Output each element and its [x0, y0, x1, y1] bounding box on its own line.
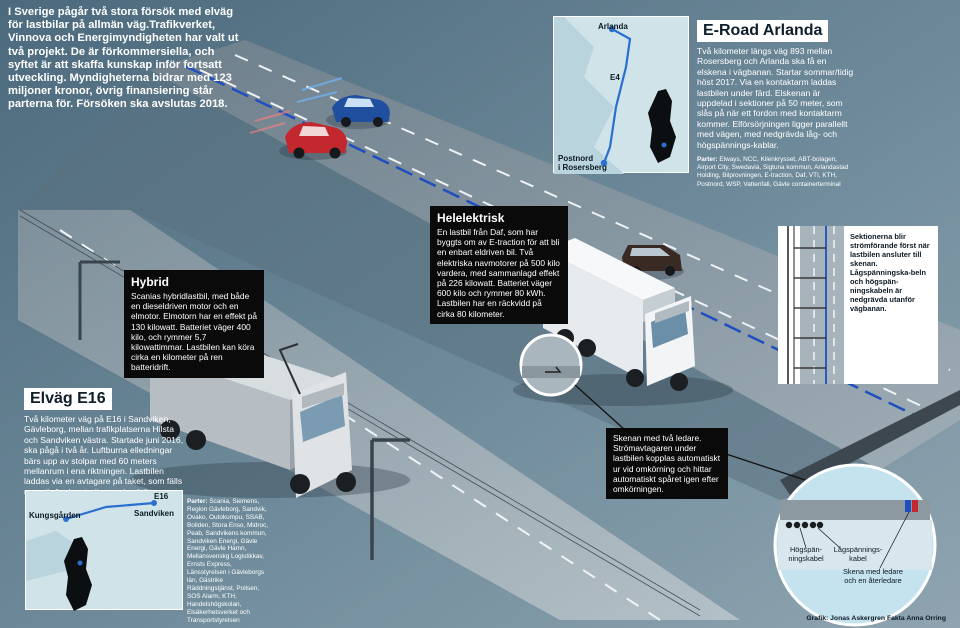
- skenan-text: Skenan med två ledare. Strömavtagaren un…: [613, 433, 721, 495]
- skenan-leader: [719, 451, 806, 481]
- road-edge-section: [780, 390, 960, 495]
- credit-line: Grafik: Jonas Askergren Fakta Anna Orrin…: [806, 615, 946, 622]
- e16-map-panel: E16 Kungsgården Sandviken: [25, 490, 183, 611]
- cross-section-magnifier: [773, 463, 937, 627]
- car-blue: [296, 77, 390, 129]
- eroad-title: E-Road Arlanda: [697, 20, 829, 42]
- sweden-silhouette-2: [64, 537, 92, 611]
- label-high-voltage-cable: Högspän-ningskabel: [788, 545, 824, 563]
- car-red: [249, 110, 347, 160]
- map-label-sandviken: Sandviken: [134, 509, 175, 518]
- hybrid-callout: Hybrid Scanias hybridlastbil, med både e…: [124, 270, 264, 378]
- map-label-e16: E16: [154, 492, 169, 501]
- sweden-silhouette-1: [648, 89, 676, 163]
- helelektrisk-body: En lastbil från Daf, som har byggts om a…: [437, 227, 560, 319]
- catenary-mast-2: [370, 438, 410, 560]
- map-label-arlanda: Arlanda: [598, 22, 628, 31]
- e16-title: Elväg E16: [24, 388, 112, 410]
- hybrid-body: Scanias hybridlastbil, med både en diese…: [131, 291, 258, 373]
- map-label-kungsgarden: Kungsgården: [29, 511, 81, 520]
- e16-partners-list: Scania, Siemens, Region Gävleborg, Sandv…: [187, 498, 268, 624]
- e16-partners-label: Parter:: [187, 498, 208, 505]
- e16-map: [26, 500, 157, 611]
- eroad-map: [554, 17, 676, 174]
- catenary-mast-1: [78, 260, 120, 340]
- rail-magnifier: [519, 333, 626, 431]
- cable-low-voltage: [809, 521, 824, 529]
- cable-high-voltage: [785, 521, 809, 529]
- e16-partners-block: Parter: Scania, Siemens, Region Gävlebor…: [187, 498, 269, 625]
- intro-paragraph: I Sverige pågår två stora försök med elv…: [8, 6, 239, 111]
- eroad-partners-list: Elways, NCC, Kilenkrysset, ABT-bolagen, …: [697, 156, 849, 188]
- eroad-partners: Parter: Elways, NCC, Kilenkrysset, ABT-b…: [697, 156, 857, 189]
- hybrid-title: Hybrid: [131, 275, 170, 289]
- eroad-body: Två kilometer längs väg 893 mellan Roser…: [697, 46, 854, 150]
- label-low-voltage-cable: Lågspännings-kabel: [833, 545, 883, 563]
- intro-text: I Sverige pågår två stora försök med elv…: [8, 6, 240, 112]
- label-rail-conductors: Skena med ledare och en återledare: [843, 567, 903, 585]
- eroad-route: [602, 28, 632, 164]
- section-diagram-panel: Sektionerna blir strömförande först när …: [778, 226, 938, 384]
- e16-body: Två kilometer väg på E16 i Sandviken, Gä…: [24, 414, 184, 497]
- e16-partners: Parter: Scania, Siemens, Region Gävlebor…: [187, 498, 269, 625]
- section-diagram: [787, 226, 844, 384]
- e16-text-block: Elväg E16 Två kilometer väg på E16 i San…: [24, 388, 184, 497]
- helelektrisk-title: Helelektrisk: [437, 211, 505, 225]
- eroad-map-panel: Arlanda E4 Postnord i Rosersberg: [553, 16, 689, 174]
- eroad-partners-label: Parter:: [697, 156, 718, 164]
- map-label-postnord: Postnord: [558, 154, 594, 163]
- map-label-e4: E4: [610, 73, 620, 82]
- skenan-callout: Skenan med två ledare. Strömavtagaren un…: [606, 428, 728, 500]
- e16-route: [65, 501, 155, 521]
- truck-scania-hybrid: [130, 334, 410, 498]
- eroad-text-block: E-Road Arlanda Två kilometer längs väg 8…: [697, 20, 857, 189]
- map-label-rosersberg: i Rosersberg: [558, 163, 607, 172]
- section-text: Sektionerna blir strömförande först när …: [850, 232, 930, 313]
- helelektrisk-callout: Helelektrisk En lastbil från Daf, som ha…: [430, 206, 568, 324]
